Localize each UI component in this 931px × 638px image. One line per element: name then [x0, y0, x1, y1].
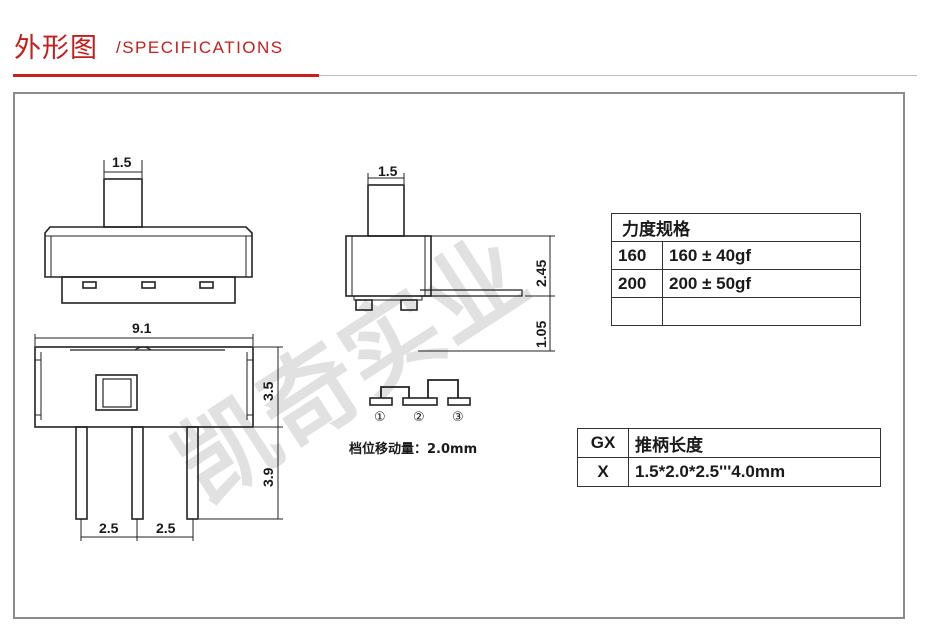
pin-label-3: ③ — [452, 410, 464, 425]
handle-length-table: GX 推柄长度 X 1.5*2.0*2.5'''4.0mm — [577, 428, 881, 487]
page-title-en: /SPECIFICATIONS — [116, 38, 284, 57]
watermark: 凯奇实业 — [156, 216, 547, 525]
drawing-frame — [13, 92, 905, 619]
force-table-header: 力度规格 — [611, 213, 861, 242]
travel-label: 档位移动量：2.0mm — [349, 441, 477, 457]
pin-label-1: ① — [374, 410, 386, 425]
force-value: 160 ± 40gf — [662, 241, 861, 270]
force-code — [611, 297, 663, 326]
dim-side-handle-width: 1.5 — [378, 163, 398, 179]
front-view — [44, 160, 253, 304]
force-code: 200 — [611, 269, 663, 298]
table-row — [611, 297, 861, 326]
dim-body-height: 3.5 — [260, 381, 276, 401]
side-view — [345, 173, 555, 352]
force-value — [662, 297, 861, 326]
table-row: 力度规格 — [611, 213, 861, 242]
title-underline — [319, 75, 917, 76]
top-view — [34, 334, 283, 541]
dim-pitch-right: 2.5 — [156, 520, 176, 536]
page-header: 外形图 /SPECIFICATIONS — [0, 0, 931, 80]
dim-standoff: 1.05 — [533, 321, 549, 348]
gx-header-code: GX — [577, 428, 629, 458]
gx-code: X — [577, 457, 629, 487]
gx-header-label: 推柄长度 — [628, 428, 881, 458]
table-row: 160 160 ± 40gf — [611, 241, 861, 270]
gx-value: 1.5*2.0*2.5'''4.0mm — [628, 457, 881, 487]
dim-front-handle-width: 1.5 — [112, 154, 132, 170]
pin-label-2: ② — [413, 410, 425, 425]
table-row: X 1.5*2.0*2.5'''4.0mm — [577, 457, 881, 487]
dim-pitch-left: 2.5 — [99, 520, 119, 536]
table-row: 200 200 ± 50gf — [611, 269, 861, 298]
dim-handle-height: 2.45 — [533, 260, 549, 287]
table-row: GX 推柄长度 — [577, 428, 881, 458]
dim-body-length: 9.1 — [132, 320, 152, 336]
force-value: 200 ± 50gf — [662, 269, 861, 298]
force-code: 160 — [611, 241, 663, 270]
page-title-cn: 外形图 — [14, 33, 98, 64]
force-spec-table: 力度规格 160 160 ± 40gf 200 200 ± 50gf — [611, 213, 861, 326]
title-underline-accent — [13, 74, 319, 77]
contact-schematic — [369, 379, 471, 406]
dim-pin-length: 3.9 — [260, 467, 276, 487]
